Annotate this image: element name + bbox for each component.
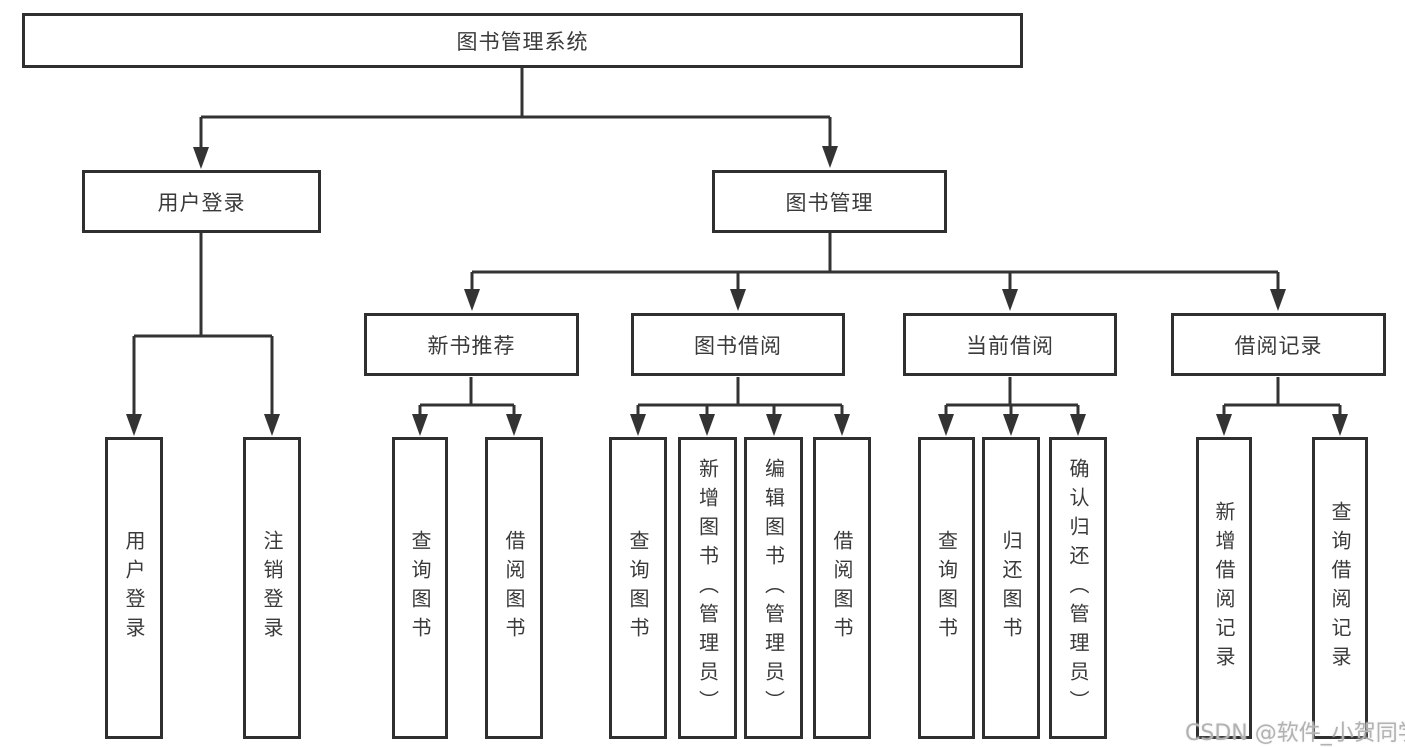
node-query-borrow-record-label: 查询借阅记录	[1328, 501, 1352, 675]
node-borrow-records: 借阅记录	[1171, 313, 1386, 376]
node-book-borrow-label: 图书借阅	[694, 333, 782, 358]
connector-stems	[132, 68, 1342, 419]
node-query-books-recommend-label: 查询图书	[408, 530, 432, 646]
node-borrow-records-label: 借阅记录	[1234, 333, 1323, 358]
node-current-borrow: 当前借阅	[903, 313, 1117, 376]
node-user-login-group-label: 用户登录	[157, 190, 246, 215]
node-logout: 注销登录	[243, 437, 301, 739]
node-query-books-recommend: 查询图书	[392, 437, 448, 739]
node-current-borrow-label: 当前借阅	[966, 333, 1054, 358]
node-edit-book-admin: 编辑图书（管理员）	[744, 437, 803, 739]
node-book-borrow: 图书借阅	[631, 313, 845, 376]
node-query-borrow-record: 查询借阅记录	[1312, 437, 1368, 739]
node-return-books: 归还图书	[982, 437, 1040, 739]
node-confirm-return-admin-label: 确认归还（管理员）	[1066, 457, 1090, 719]
node-new-book-recommend: 新书推荐	[364, 313, 579, 376]
node-new-book-recommend-label: 新书推荐	[427, 333, 516, 358]
node-root-label: 图书管理系统	[456, 29, 589, 54]
node-borrow-books-recommend-label: 借阅图书	[502, 530, 526, 646]
node-add-borrow-record: 新增借阅记录	[1196, 437, 1252, 739]
node-borrow-books-recommend: 借阅图书	[485, 437, 543, 739]
node-return-books-label: 归还图书	[999, 530, 1023, 646]
node-root: 图书管理系统	[22, 13, 1023, 68]
node-logout-label: 注销登录	[260, 530, 284, 646]
node-add-book-admin: 新增图书（管理员）	[678, 437, 737, 739]
node-query-books-borrow-label: 查询图书	[626, 530, 650, 646]
node-query-books-current: 查询图书	[918, 437, 975, 739]
arrowheads	[126, 146, 1348, 436]
node-query-books-borrow: 查询图书	[609, 437, 667, 739]
node-query-books-current-label: 查询图书	[934, 530, 959, 646]
node-user-login-group: 用户登录	[82, 170, 321, 233]
node-confirm-return-admin: 确认归还（管理员）	[1049, 437, 1107, 739]
node-user-login-label: 用户登录	[122, 530, 146, 646]
node-borrow-books: 借阅图书	[813, 437, 871, 739]
node-book-management-label: 图书管理	[785, 190, 874, 215]
node-borrow-books-label: 借阅图书	[830, 530, 854, 646]
node-user-login: 用户登录	[105, 437, 163, 739]
node-edit-book-admin-label: 编辑图书（管理员）	[761, 457, 786, 719]
node-add-borrow-record-label: 新增借阅记录	[1212, 501, 1236, 675]
csdn-watermark: CSDN @软件_小贺同学	[1185, 721, 1405, 746]
node-book-management: 图书管理	[712, 170, 947, 233]
node-add-book-admin-label: 新增图书（管理员）	[695, 457, 720, 719]
